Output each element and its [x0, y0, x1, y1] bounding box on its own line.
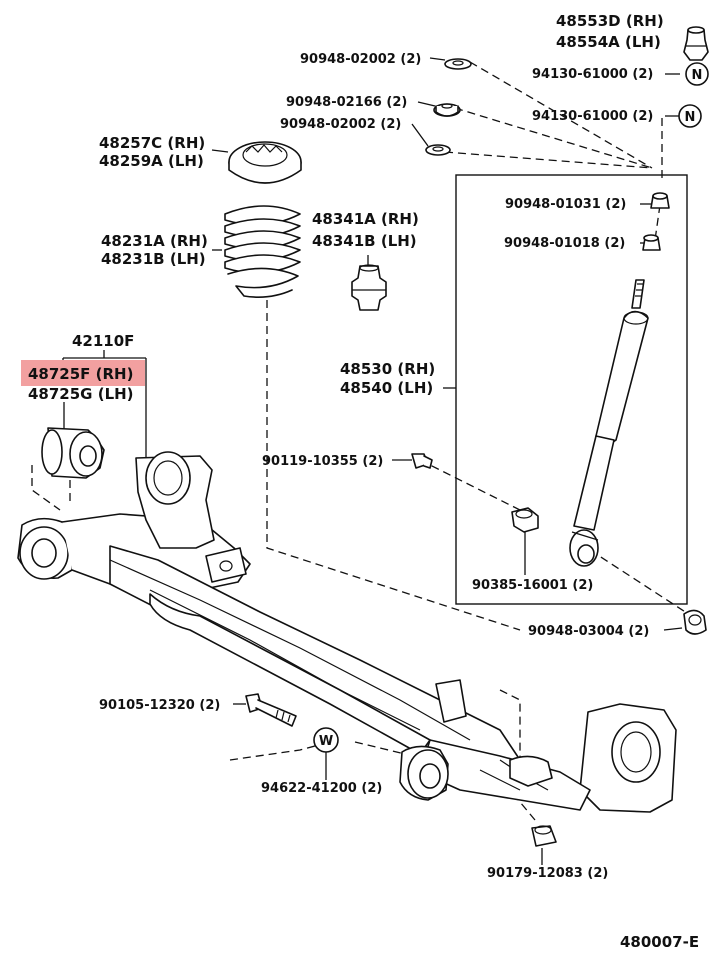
label-94622-41200: 94622-41200 (2) [261, 781, 382, 796]
shock-group-frame [455, 174, 688, 605]
label-48341A: 48341A (RH) [312, 210, 419, 228]
label-48540: 48540 (LH) [340, 379, 433, 397]
label-48553D: 48553D (RH) [556, 12, 664, 30]
axle-bushing-48725F [41, 427, 105, 479]
label-48725F: 48725F (RH) [28, 365, 133, 383]
bump-stopper-part [683, 26, 709, 61]
bushing-90948-03004 [683, 609, 707, 635]
label-90948-02166: 90948-02166 (2) [286, 95, 407, 110]
bolt-90119-10355 [411, 453, 433, 469]
label-90119-10355: 90119-10355 (2) [262, 454, 383, 469]
label-48257C: 48257C (RH) [99, 134, 205, 152]
axle-beam-part [17, 451, 677, 813]
solid-leaders [62, 57, 683, 865]
w-marker-label: W [319, 734, 333, 749]
n-marker-label: N [692, 68, 703, 83]
washer-90948-02166 [433, 103, 461, 117]
label-90179-12083: 90179-12083 (2) [487, 866, 608, 881]
label-90948-03004: 90948-03004 (2) [528, 624, 649, 639]
label-48530: 48530 (RH) [340, 360, 435, 378]
shock-absorber-part [569, 192, 670, 567]
label-90948-02002-top: 90948-02002 (2) [300, 52, 421, 67]
diagram-id: 480007-E [620, 933, 699, 951]
dashed-leaders [31, 61, 691, 821]
bolt-90105-12320 [245, 693, 297, 727]
label-94130-61000-b: 94130-61000 (2) [532, 109, 653, 124]
label-90948-01031: 90948-01031 (2) [505, 197, 626, 212]
label-90385-16001: 90385-16001 (2) [472, 578, 593, 593]
label-90948-02002-mid: 90948-02002 (2) [280, 117, 401, 132]
part-labels: 48553D (RH) 48554A (LH) 90948-02002 (2) … [28, 12, 699, 951]
n-marker-label: N [685, 110, 696, 125]
n-marker-bottom: N [678, 104, 702, 128]
bushing-90385-16001 [511, 507, 539, 533]
bound-bumper-part [351, 264, 387, 311]
nut-90179-12083 [531, 825, 557, 847]
w-marker: W [313, 727, 339, 753]
spring-seat-part [228, 141, 302, 184]
label-90948-01018: 90948-01018 (2) [504, 236, 625, 251]
label-94130-61000-a: 94130-61000 (2) [532, 67, 653, 82]
label-48725G: 48725G (LH) [28, 385, 134, 403]
label-42110F: 42110F [72, 332, 134, 350]
highlight-48725F [21, 360, 145, 386]
washer-90948-02002-mid [425, 144, 451, 156]
label-48341B: 48341B (LH) [312, 232, 417, 250]
coil-spring-part [224, 205, 301, 298]
washer-90948-02002-top [444, 58, 472, 70]
n-marker-top: N [685, 62, 709, 86]
label-48231A: 48231A (RH) [101, 232, 208, 250]
label-48259A: 48259A (LH) [99, 152, 204, 170]
label-48554A: 48554A (LH) [556, 33, 661, 51]
label-48231B: 48231B (LH) [101, 250, 206, 268]
label-90105-12320: 90105-12320 (2) [99, 698, 220, 713]
